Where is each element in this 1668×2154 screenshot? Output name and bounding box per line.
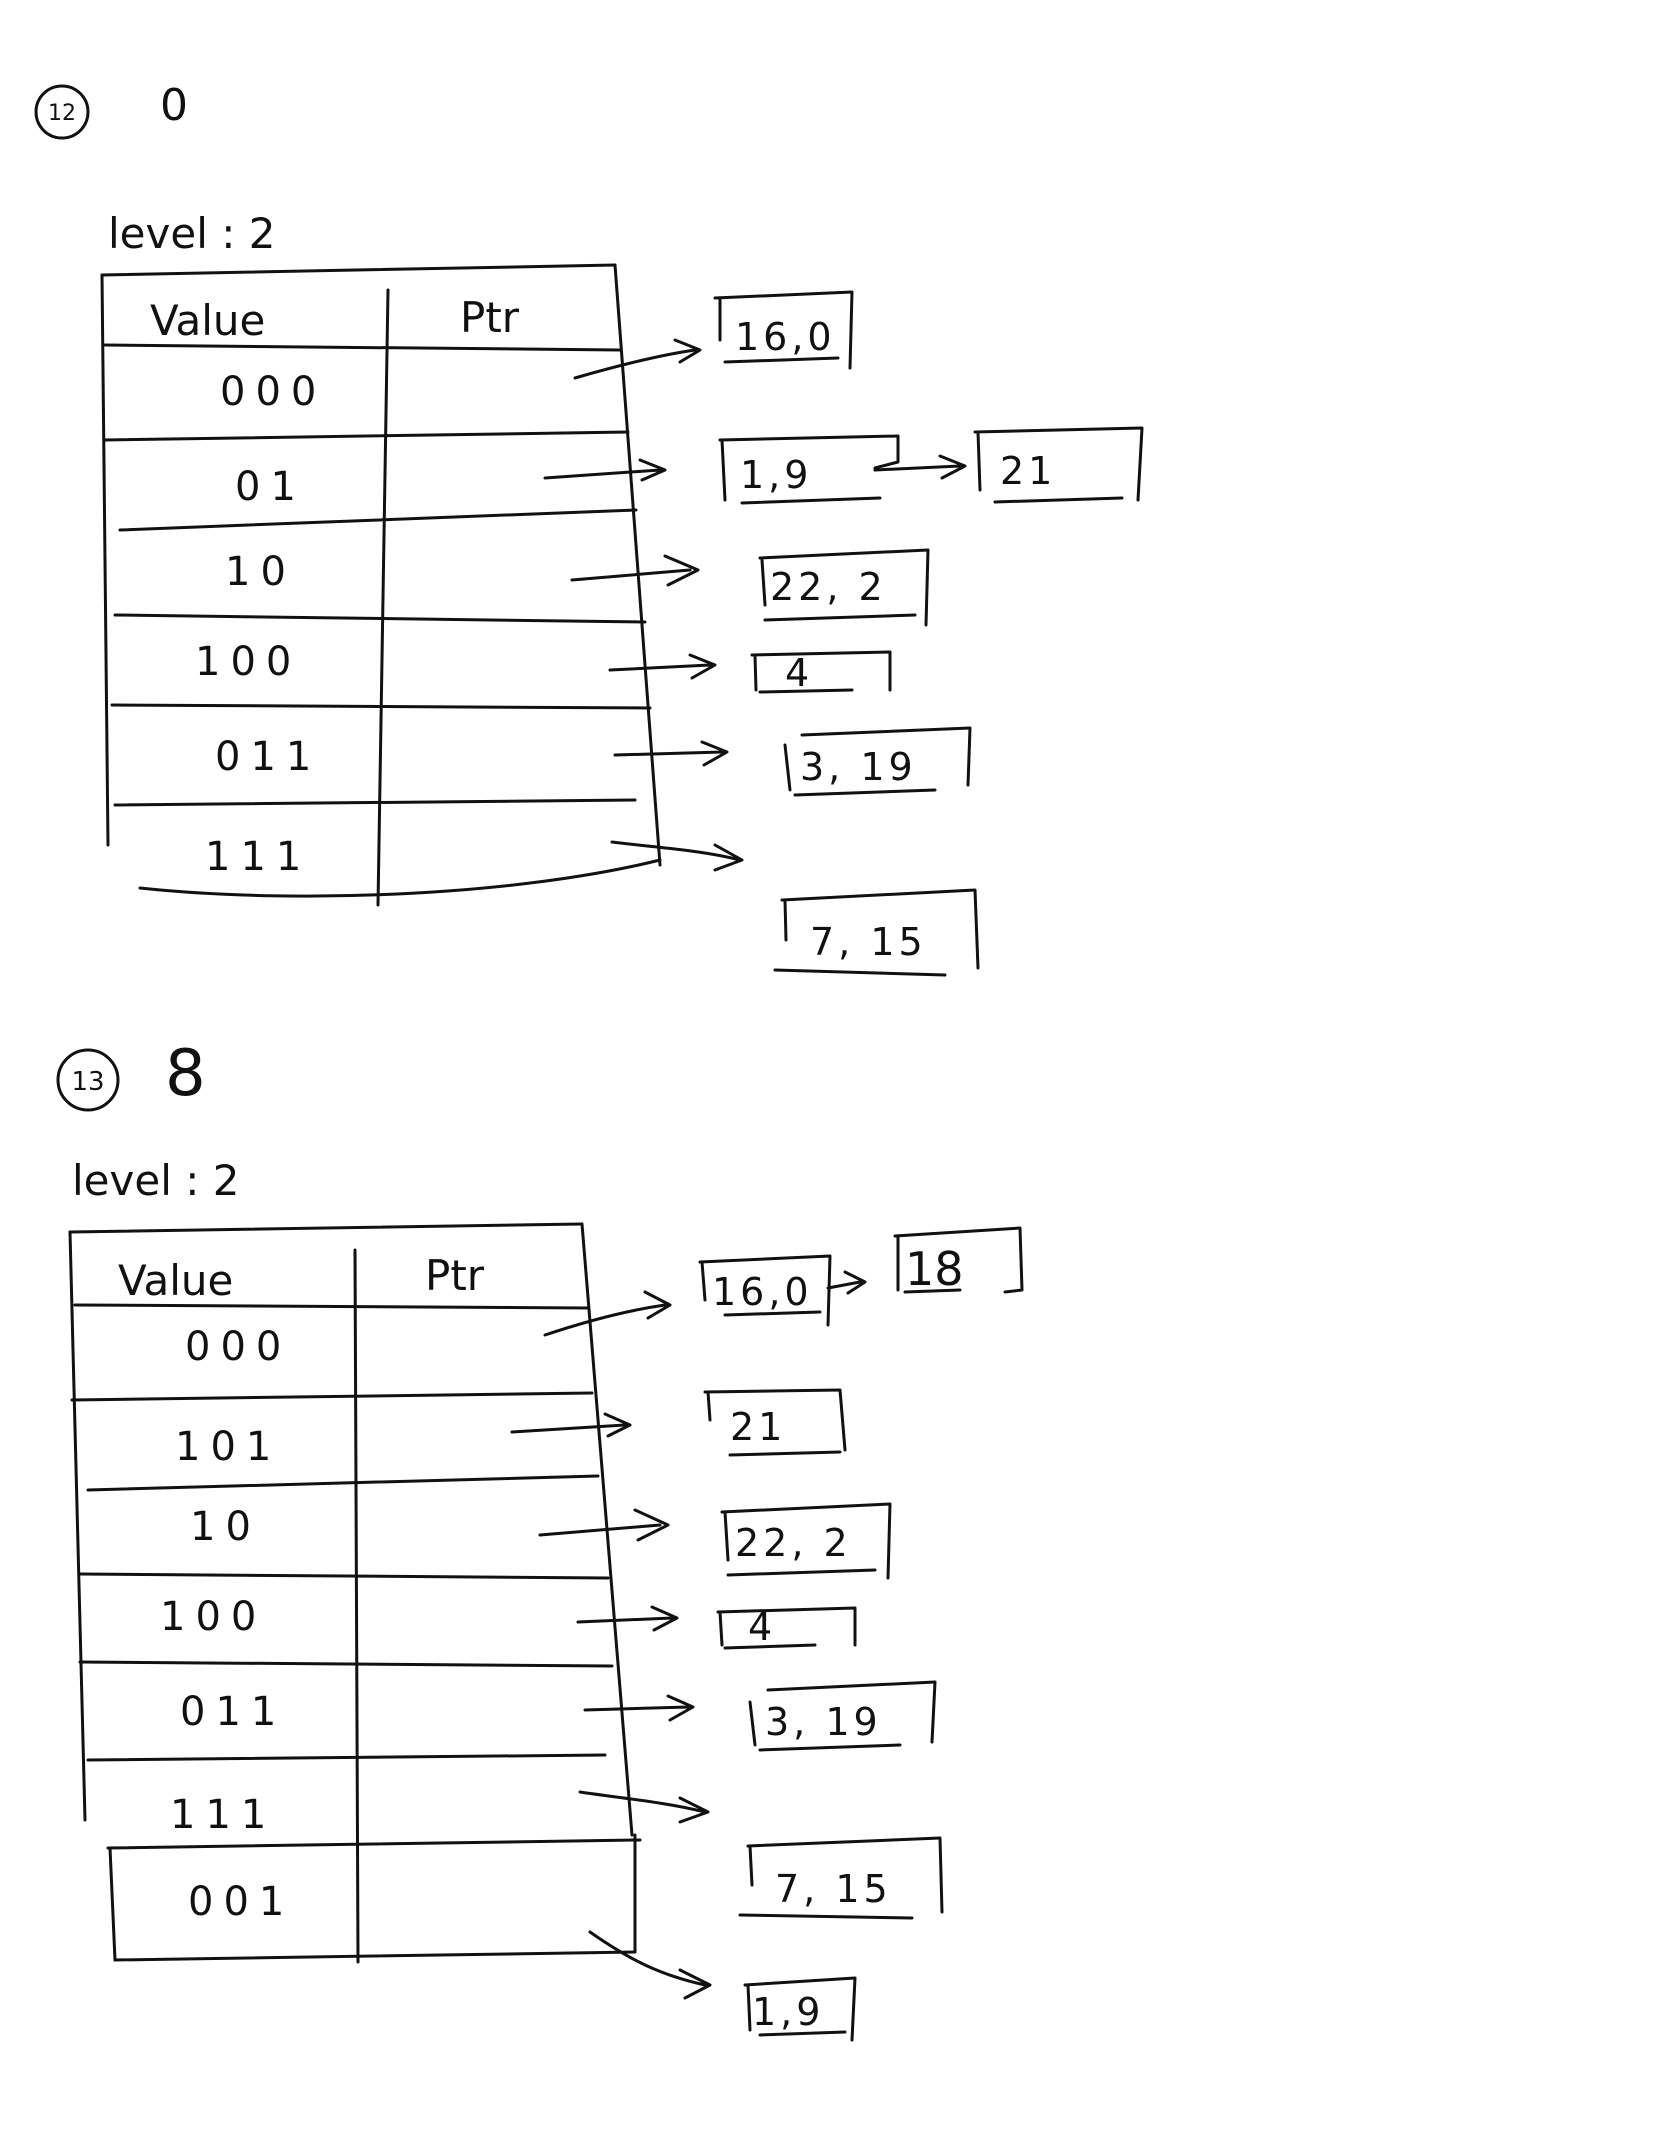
row-value-101: 101	[175, 1424, 281, 1470]
bucket-text: 3, 19	[765, 1700, 882, 1744]
step-value: 8	[165, 1037, 206, 1111]
header-value: Value	[150, 296, 265, 345]
bucket-box: 7, 15	[773, 888, 980, 977]
step-number: 13	[71, 1067, 104, 1097]
chain-arrow	[826, 1270, 867, 1295]
pointer-arrow	[538, 1508, 670, 1542]
bucket-box: 16,0	[713, 290, 854, 370]
step-value: 0	[160, 80, 188, 131]
bucket-box: 1,9	[718, 434, 900, 505]
pointer-arrow	[588, 1930, 712, 2000]
directory-table	[100, 263, 662, 907]
bucket-text: 16,0	[712, 1270, 813, 1314]
bucket-box: 4	[750, 650, 892, 695]
bucket-text: 4	[748, 1605, 776, 1649]
bucket-text: 16,0	[735, 315, 836, 359]
bucket-text: 21	[730, 1405, 786, 1449]
level-label: level : 2	[108, 209, 275, 258]
bucket-box: 4	[716, 1605, 857, 1650]
bucket-text: 7, 15	[810, 920, 927, 964]
step-circle	[34, 84, 90, 140]
bucket-text: 18	[905, 1242, 964, 1296]
pointer-arrow	[570, 554, 700, 587]
level-label: level : 2	[72, 1156, 239, 1205]
bucket-box: 3, 19	[748, 1680, 937, 1752]
pointer-arrow	[610, 840, 744, 872]
header-value: Value	[118, 1256, 233, 1305]
row-value-100: 100	[195, 639, 301, 685]
pointer-arrow	[576, 1605, 679, 1632]
row-value-000: 000	[185, 1324, 291, 1370]
bucket-text: 7, 15	[775, 1867, 892, 1911]
step-number: 12	[48, 101, 76, 126]
figure-step-13: 13 8 level : 2 Value Ptr 000 101 10 100	[56, 1037, 1024, 2042]
bucket-box: 16,0	[698, 1254, 832, 1327]
bucket-box: 22, 2	[758, 548, 930, 627]
row-value-10: 10	[225, 549, 296, 595]
row-value-111: 111	[170, 1792, 276, 1838]
bucket-box: 22, 2	[720, 1502, 892, 1580]
pointer-arrow	[543, 1290, 672, 1337]
bucket-text: 22, 2	[735, 1521, 852, 1565]
bucket-box: 21	[703, 1388, 847, 1457]
bucket-text: 1,9	[752, 1990, 824, 2034]
bucket-box: 1,9	[743, 1976, 857, 2042]
row-value-111: 111	[205, 834, 311, 880]
row-value-01: 01	[235, 464, 306, 510]
bucket-box: 21	[973, 426, 1144, 504]
row-value-000: 000	[220, 369, 326, 415]
bucket-text: 22, 2	[770, 565, 887, 609]
chain-arrow	[873, 454, 967, 480]
bucket-text: 3, 19	[800, 745, 917, 789]
pointer-arrow	[543, 458, 667, 482]
pointer-arrow	[510, 1412, 632, 1438]
pointer-arrow	[583, 1694, 695, 1722]
row-value-100: 100	[160, 1594, 266, 1640]
bucket-box: 3, 19	[783, 726, 972, 797]
bucket-text: 21	[1000, 449, 1056, 493]
pointer-arrow	[573, 338, 702, 380]
header-ptr: Ptr	[460, 293, 520, 342]
directory-table	[68, 1222, 642, 1964]
figure-step-12: 12 0 level : 2 Value Ptr 000 01 10 100 0…	[34, 80, 1144, 977]
row-value-011: 011	[215, 734, 321, 780]
bucket-box: 18	[893, 1226, 1024, 1296]
row-value-10: 10	[190, 1504, 261, 1550]
bucket-box: 7, 15	[738, 1836, 944, 1920]
bucket-text: 4	[785, 651, 813, 695]
row-value-011: 011	[180, 1689, 286, 1735]
pointer-arrow	[578, 1790, 710, 1824]
step-circle	[56, 1048, 120, 1112]
row-value-001: 001	[188, 1879, 294, 1925]
header-ptr: Ptr	[425, 1251, 485, 1300]
bucket-text: 1,9	[740, 453, 812, 497]
pointer-arrow	[613, 740, 729, 767]
pointer-arrow	[608, 653, 717, 680]
